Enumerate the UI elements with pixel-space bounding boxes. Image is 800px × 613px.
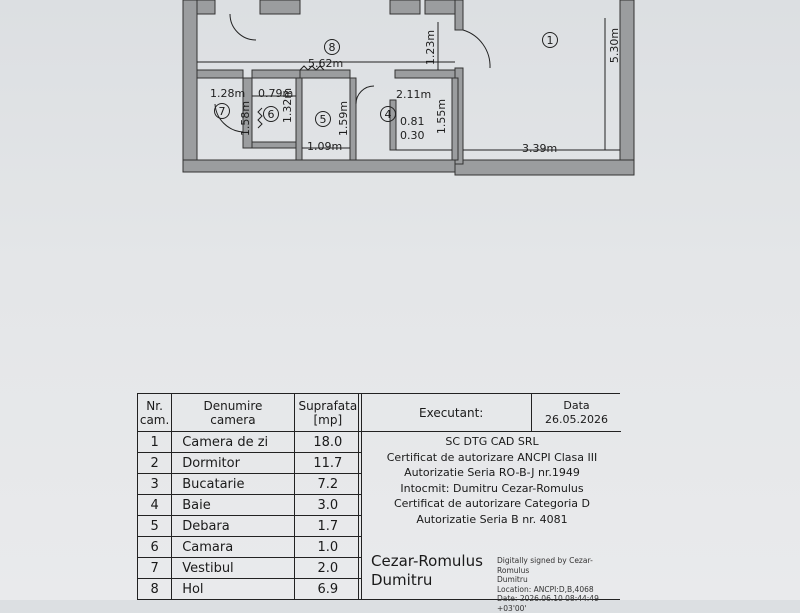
table-row: 4 Baie 3.0 bbox=[136, 494, 363, 516]
header-name: Denumire camera bbox=[171, 393, 295, 432]
room-number-6: 6 bbox=[263, 106, 279, 122]
dim-hol-length: 5.62m bbox=[308, 57, 344, 70]
room-number-4: 4 bbox=[380, 106, 396, 122]
floor-plan: 5.62m 1.23m 5.30m 1.28m 0.79m 1.32m 1.58… bbox=[0, 0, 800, 200]
header-nr: Nr. cam. bbox=[136, 393, 173, 432]
signature-name: Cezar-Romulus Dumitru bbox=[371, 552, 483, 590]
row-area: 11.7 bbox=[293, 452, 363, 474]
table-row: 3 Bucatarie 7.2 bbox=[136, 473, 363, 495]
floor-plan-drawing bbox=[182, 0, 635, 176]
row-area: 6.9 bbox=[293, 578, 363, 600]
dim-vestibul-height: 1.58m bbox=[239, 100, 253, 137]
digital-sig-name: Dumitru bbox=[497, 575, 528, 584]
company-authorization: Autorizatie Seria RO-B-J nr.1949 bbox=[404, 466, 580, 479]
row-name: Debara bbox=[171, 515, 295, 537]
digital-sig-location: Location: ANCPI:D,B,4068 bbox=[497, 584, 594, 594]
executant-header: Executant: Data 26.05.2026 bbox=[359, 394, 621, 432]
digital-sig-date: Date: 2026.06.10 08:44:49 +03'00' bbox=[497, 594, 599, 613]
table-row: 8 Hol 6.9 bbox=[136, 578, 363, 600]
table-row: 6 Camara 1.0 bbox=[136, 536, 363, 558]
digital-sig-signed-by: Digitally signed by Cezar-Romulus bbox=[497, 556, 593, 575]
dim-vestibul-width: 1.28m bbox=[210, 87, 246, 100]
row-nr: 2 bbox=[136, 452, 173, 474]
row-nr: 5 bbox=[136, 515, 173, 537]
row-nr: 6 bbox=[136, 536, 173, 558]
date-value: 26.05.2026 bbox=[545, 413, 608, 426]
date-cell: Data 26.05.2026 bbox=[531, 394, 621, 432]
prepared-by: Intocmit: Dumitru Cezar-Romulus bbox=[400, 481, 584, 495]
room-legend-table: Nr. cam. Denumire camera Suprafata [mp] … bbox=[136, 393, 363, 600]
date-label: Data bbox=[563, 399, 590, 412]
executant-box: Executant: Data 26.05.2026 SC DTG CAD SR… bbox=[358, 393, 621, 613]
dim-baie-width: 2.11m bbox=[396, 88, 432, 101]
signature-last-name: Dumitru bbox=[371, 571, 433, 589]
row-name: Baie bbox=[171, 494, 295, 516]
personal-authorization: Autorizatie Seria B nr. 4081 bbox=[416, 512, 568, 526]
dim-camara-height: 1.32m bbox=[281, 87, 295, 124]
row-name: Hol bbox=[171, 578, 295, 600]
personal-certificate: Certificat de autorizare Categoria D bbox=[393, 497, 590, 510]
row-area: 1.0 bbox=[293, 536, 363, 558]
executant-label: Executant: bbox=[419, 406, 484, 420]
dim-living-width: 3.39m bbox=[522, 142, 558, 155]
row-name: Bucatarie bbox=[171, 473, 295, 495]
dim-debara-height: 1.59m bbox=[337, 100, 351, 137]
dim-living-height: 5.30m bbox=[608, 27, 622, 64]
table-row: 1 Camera de zi 18.0 bbox=[136, 431, 363, 453]
executant-details: SC DTG CAD SRL Certificat de autorizare … bbox=[367, 434, 617, 527]
dim-hol-width: 1.23m bbox=[424, 29, 438, 66]
row-nr: 3 bbox=[136, 473, 173, 495]
row-area: 3.0 bbox=[293, 494, 363, 516]
row-name: Camera de zi bbox=[171, 431, 295, 453]
legend-header-row: Nr. cam. Denumire camera Suprafata [mp] bbox=[136, 393, 363, 432]
dim-baie-inner: 0.81 bbox=[400, 115, 425, 128]
room-number-8: 8 bbox=[324, 39, 340, 55]
row-area: 2.0 bbox=[293, 557, 363, 579]
row-nr: 8 bbox=[136, 578, 173, 600]
row-area: 18.0 bbox=[293, 431, 363, 453]
signature-first-name: Cezar-Romulus bbox=[371, 552, 483, 570]
row-name: Camara bbox=[171, 536, 295, 558]
dim-baie-height: 1.55m bbox=[435, 98, 449, 135]
company-name: SC DTG CAD SRL bbox=[445, 435, 539, 448]
row-area: 1.7 bbox=[293, 515, 363, 537]
dim-camara-width: 0.79m bbox=[258, 87, 294, 100]
header-area: Suprafata [mp] bbox=[293, 393, 363, 432]
room-number-5: 5 bbox=[315, 111, 331, 127]
digital-signature-block: Digitally signed by Cezar-Romulus Dumitr… bbox=[497, 556, 620, 613]
dim-baie-offset: 0.30 bbox=[400, 129, 425, 142]
row-nr: 1 bbox=[136, 431, 173, 453]
table-row: 5 Debara 1.7 bbox=[136, 515, 363, 537]
row-area: 7.2 bbox=[293, 473, 363, 495]
dim-debara-width: 1.09m bbox=[307, 140, 343, 153]
company-certificate: Certificat de autorizare ANCPI Clasa III bbox=[386, 450, 598, 464]
row-nr: 7 bbox=[136, 557, 173, 579]
room-number-1: 1 bbox=[542, 32, 558, 48]
table-row: 2 Dormitor 11.7 bbox=[136, 452, 363, 474]
row-name: Dormitor bbox=[171, 452, 295, 474]
table-row: 7 Vestibul 2.0 bbox=[136, 557, 363, 579]
row-nr: 4 bbox=[136, 494, 173, 516]
room-number-7: 7 bbox=[214, 103, 230, 119]
row-name: Vestibul bbox=[171, 557, 295, 579]
